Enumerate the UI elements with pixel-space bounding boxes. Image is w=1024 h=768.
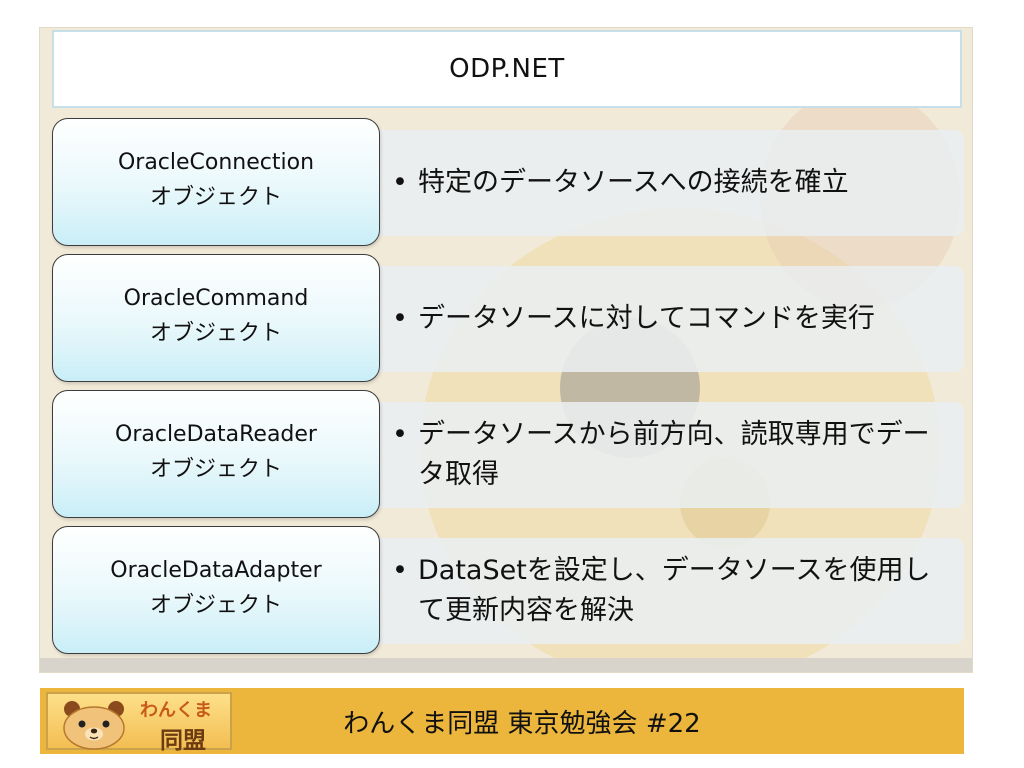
component-row: OracleCommand オブジェクト • データソースに対してコマンドを実行 [52, 254, 964, 384]
description-background [342, 402, 964, 508]
component-row: OracleDataAdapter オブジェクト • DataSetを設定し、デ… [52, 526, 964, 656]
wankuma-logo: わんくま 同盟 [46, 692, 232, 754]
component-type: オブジェクト [149, 593, 282, 618]
footer-bar: わんくま同盟 東京勉強会 #22 わんくま 同盟 [40, 688, 964, 754]
component-type: オブジェクト [149, 321, 282, 346]
component-name: OracleCommand [123, 286, 309, 311]
component-row: OracleConnection オブジェクト • 特定のデータソースへの接続を… [52, 118, 964, 248]
component-description: • データソースから前方向、読取専用でデータ取得 [392, 390, 952, 520]
bullet-point: • [392, 419, 408, 450]
component-description: • データソースに対してコマンドを実行 [392, 254, 952, 384]
bear-face-icon [63, 701, 125, 750]
description-text: DataSetを設定し、データソースを使用して更新内容を解決 [418, 555, 931, 626]
component-type: オブジェクト [149, 457, 282, 482]
logo-text: 同盟 [160, 728, 206, 754]
component-type: オブジェクト [149, 185, 282, 210]
logo-text: わんくま [140, 700, 212, 721]
description-text: データソースに対してコマンドを実行 [418, 303, 875, 334]
description-background [342, 130, 964, 236]
component-name-box: OracleCommand オブジェクト [52, 254, 380, 382]
component-name: OracleDataAdapter [110, 558, 322, 583]
bullet-point: • [392, 303, 408, 334]
bullet-point: • [392, 555, 408, 586]
component-row: OracleDataReader オブジェクト • データソースから前方向、読取… [52, 390, 964, 520]
component-description: • DataSetを設定し、データソースを使用して更新内容を解決 [392, 526, 952, 656]
description-background [342, 266, 964, 372]
footer-title: わんくま同盟 東京勉強会 #22 [343, 708, 701, 739]
component-name-box: OracleDataReader オブジェクト [52, 390, 380, 518]
description-text: 特定のデータソースへの接続を確立 [418, 167, 849, 198]
slide-title: ODP.NET [52, 30, 962, 108]
bullet-point: • [392, 167, 408, 198]
component-name: OracleConnection [117, 150, 315, 175]
component-name-box: OracleDataAdapter オブジェクト [52, 526, 380, 654]
panel-bottom-strip [40, 658, 972, 672]
description-text: データソースから前方向、読取専用でデータ取得 [418, 419, 930, 490]
description-background [342, 538, 964, 644]
component-description: • 特定のデータソースへの接続を確立 [392, 118, 952, 248]
component-name: OracleDataReader [115, 422, 317, 447]
component-name-box: OracleConnection オブジェクト [52, 118, 380, 246]
